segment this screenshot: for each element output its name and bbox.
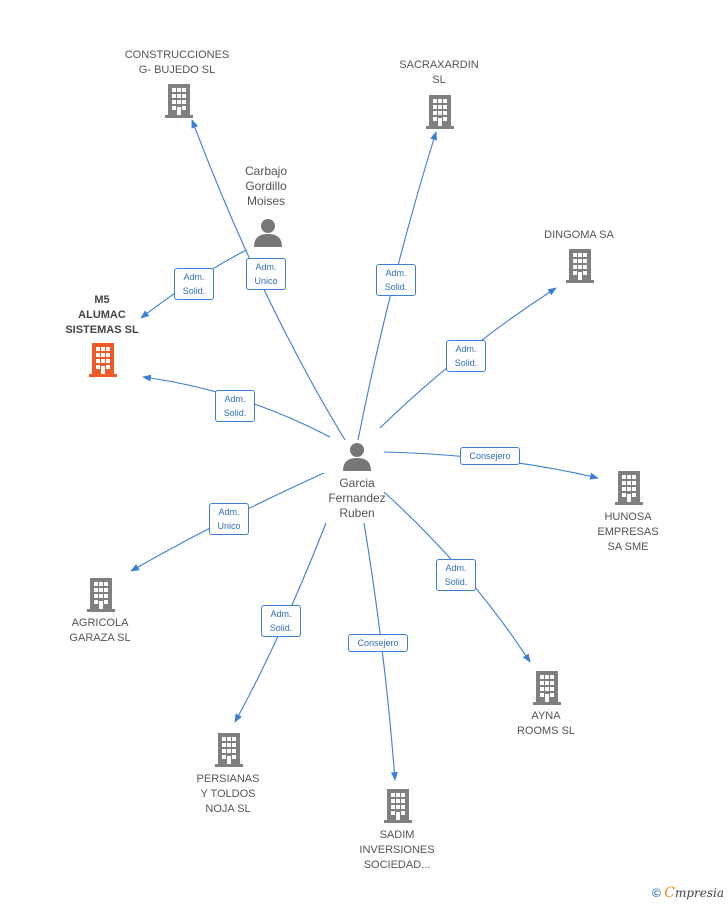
company-name-construcciones[interactable]: CONSTRUCCIONES G- BUJEDO SL bbox=[124, 49, 230, 76]
person-name-garcia[interactable]: Garcia Fernandez Ruben bbox=[328, 475, 386, 520]
company-name-dingoma[interactable]: DINGOMA SA bbox=[544, 228, 614, 241]
building-icon-persianas[interactable] bbox=[215, 733, 243, 767]
brand-initial: C bbox=[664, 885, 675, 901]
relation-label-garcia-construcciones[interactable]: Adm. Unico bbox=[246, 258, 286, 290]
relation-label-garcia-m5[interactable]: Adm. Solid. bbox=[215, 390, 255, 422]
building-icon-agricola[interactable] bbox=[87, 578, 115, 612]
copyright-icon: © bbox=[652, 886, 661, 900]
relation-label-garcia-sacraxardin[interactable]: Adm. Solid. bbox=[376, 264, 416, 296]
person-icon-carbajo[interactable] bbox=[254, 219, 282, 247]
relation-label-garcia-dingoma[interactable]: Adm. Solid. bbox=[446, 340, 486, 372]
building-icon-ayna[interactable] bbox=[533, 671, 561, 705]
building-icon-hunosa[interactable] bbox=[615, 471, 643, 505]
relation-label-garcia-hunosa[interactable]: Consejero bbox=[460, 446, 520, 465]
person-name-carbajo[interactable]: Carbajo Gordillo Moises bbox=[244, 163, 288, 208]
building-icon-construcciones[interactable] bbox=[165, 84, 193, 118]
building-icon-dingoma[interactable] bbox=[566, 249, 594, 283]
company-name-m5[interactable]: M5 ALUMAC SISTEMAS SL bbox=[65, 293, 139, 336]
relation-edge-garcia-sadim bbox=[363, 522, 398, 781]
company-name-sadim[interactable]: SADIM INVERSIONES SOCIEDAD... bbox=[359, 828, 435, 871]
relation-label-garcia-persianas[interactable]: Adm. Solid. bbox=[261, 605, 301, 637]
empresia-logo: © Cmpresia bbox=[652, 885, 724, 901]
person-icon-garcia[interactable] bbox=[343, 443, 371, 471]
relation-label-carbajo-m5[interactable]: Adm. Solid. bbox=[174, 268, 214, 300]
company-name-hunosa[interactable]: HUNOSA EMPRESAS SA SME bbox=[597, 510, 659, 553]
company-name-ayna[interactable]: AYNA ROOMS SL bbox=[516, 710, 576, 737]
building-icon-sacraxardin[interactable] bbox=[426, 95, 454, 129]
building-icon-m5[interactable] bbox=[89, 343, 117, 377]
relation-label-garcia-ayna[interactable]: Adm. Solid. bbox=[436, 559, 476, 591]
company-name-sacraxardin[interactable]: SACRAXARDIN SL bbox=[399, 59, 479, 86]
building-icon-sadim[interactable] bbox=[384, 789, 412, 823]
company-name-persianas[interactable]: PERSIANAS Y TOLDOS NOJA SL bbox=[196, 772, 260, 815]
relation-label-garcia-agricola[interactable]: Adm. Unico bbox=[209, 503, 249, 535]
relation-label-garcia-sadim[interactable]: Consejero bbox=[348, 633, 408, 652]
brand-name: mpresia bbox=[674, 886, 724, 900]
company-name-agricola[interactable]: AGRICOLA GARAZA SL bbox=[69, 617, 131, 644]
